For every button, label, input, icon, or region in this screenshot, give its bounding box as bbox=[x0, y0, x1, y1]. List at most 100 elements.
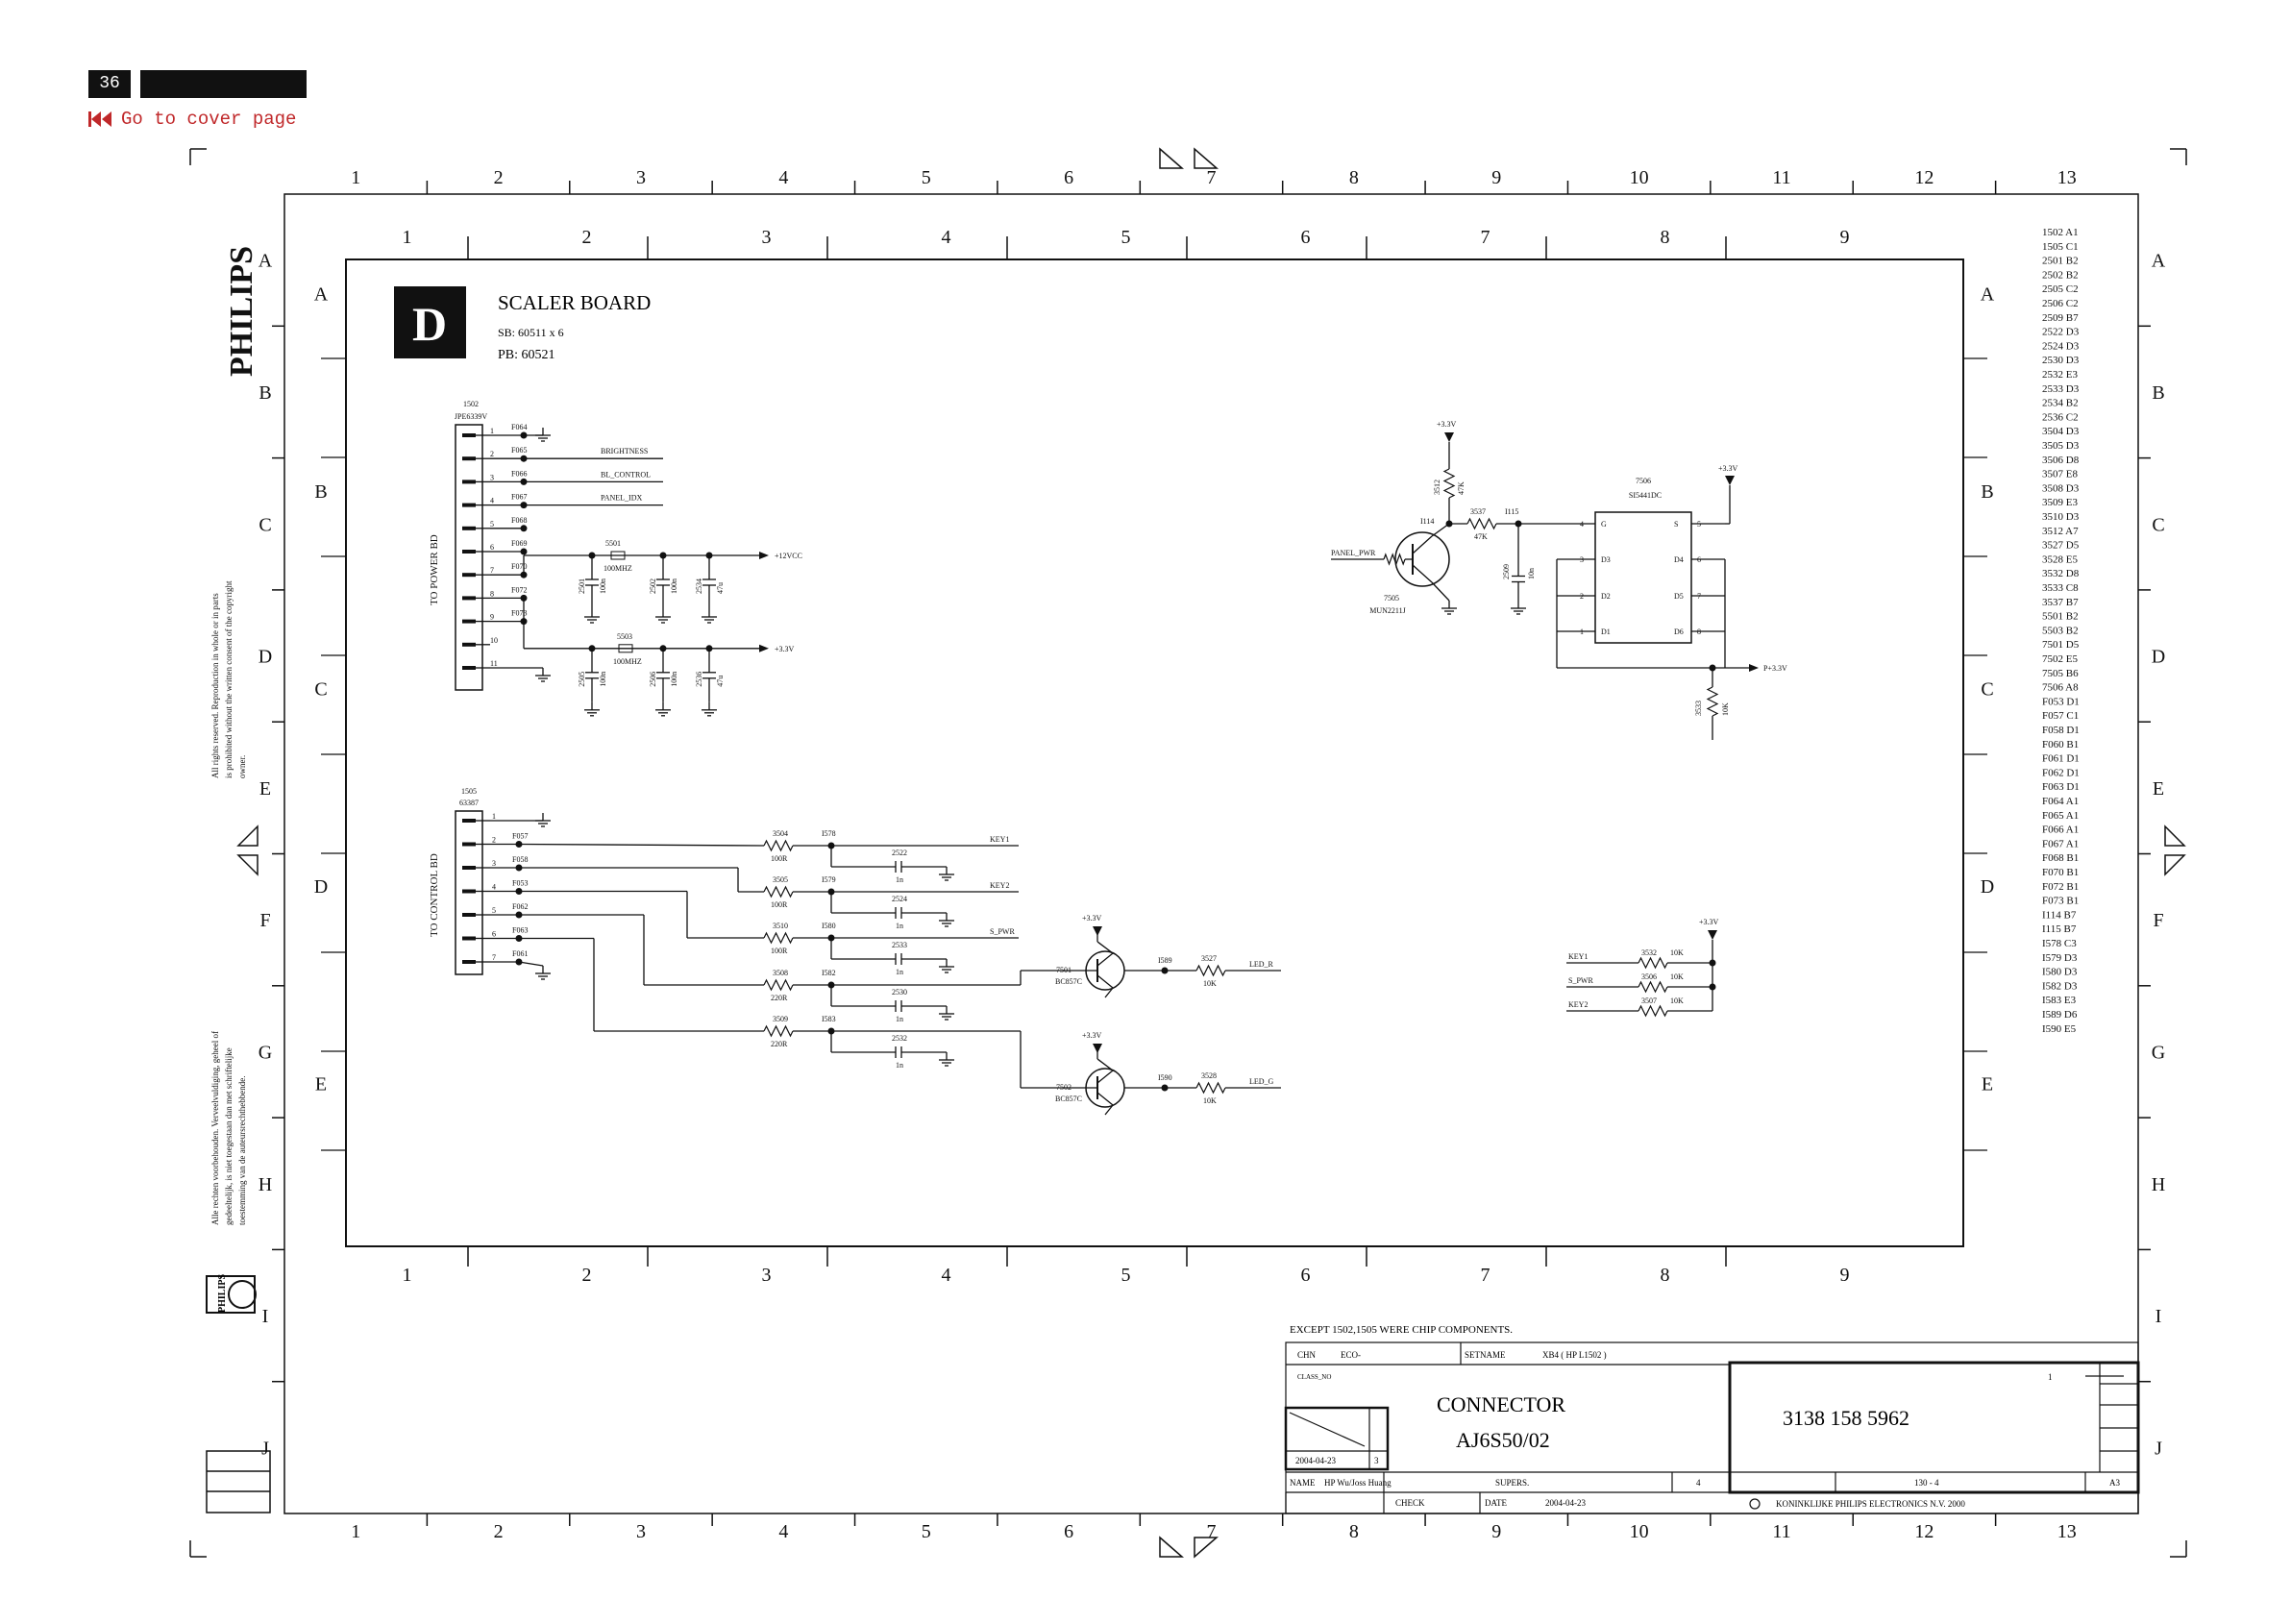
cap-ref: 2506 bbox=[649, 672, 657, 687]
index-entry: I114 B7 bbox=[2042, 909, 2077, 921]
chip-note: EXCEPT 1502,1505 WERE CHIP COMPONENTS. bbox=[1290, 1324, 1513, 1336]
coil-ref: 5503 bbox=[617, 632, 632, 641]
document-number: 3138 158 5962 bbox=[1783, 1406, 1909, 1430]
arrow-symbol bbox=[759, 552, 769, 559]
pin-contact bbox=[462, 433, 476, 437]
svg-text:130 - 4: 130 - 4 bbox=[1914, 1478, 1939, 1488]
pin-contact bbox=[462, 889, 476, 894]
index-entry: F061 D1 bbox=[2042, 753, 2080, 765]
transistor-ref: 7502 bbox=[1056, 1083, 1072, 1092]
resistor-symbol bbox=[1442, 468, 1456, 499]
corner-mark-bl bbox=[189, 1540, 207, 1558]
inner-col-label: 4 bbox=[942, 227, 951, 248]
resistor-ref: 3527 bbox=[1201, 954, 1217, 963]
inner-col-label: 3 bbox=[762, 227, 772, 248]
resistor-ref: 3506 bbox=[1641, 972, 1657, 981]
cap-ref: 2505 bbox=[578, 672, 586, 687]
pin-contact bbox=[462, 550, 476, 554]
cap-value: 100n bbox=[599, 578, 607, 594]
cap-value: 1n bbox=[896, 1061, 903, 1070]
capacitor-symbol bbox=[585, 555, 599, 609]
resistor-ref: 3504 bbox=[773, 829, 788, 838]
ic-pin-name: D4 bbox=[1674, 555, 1684, 564]
arrow-symbol bbox=[1093, 926, 1102, 936]
inner-row-label: A bbox=[314, 284, 329, 306]
svg-text:4: 4 bbox=[1696, 1478, 1701, 1488]
inner-col-label: 6 bbox=[1301, 1265, 1311, 1286]
inner-col-label: 9 bbox=[1840, 227, 1850, 248]
index-entry: 7505 B6 bbox=[2042, 668, 2079, 679]
title-block: EXCEPT 1502,1505 WERE CHIP COMPONENTS. bbox=[1284, 1324, 2140, 1514]
index-entry: 1502 A1 bbox=[2042, 227, 2079, 238]
node-label: I590 bbox=[1158, 1073, 1172, 1082]
inner-col-label: 3 bbox=[762, 1265, 772, 1286]
capacitor-symbol bbox=[875, 861, 923, 873]
outer-row-label: I bbox=[2156, 1306, 2162, 1327]
pin-number: 5 bbox=[492, 906, 496, 915]
resistor-ref: 3507 bbox=[1641, 997, 1657, 1005]
center-mark-bottom-left bbox=[1159, 1536, 1185, 1558]
signal-label: KEY1 bbox=[990, 835, 1009, 844]
index-entry: F053 D1 bbox=[2042, 696, 2080, 707]
fuse-label: F069 bbox=[511, 539, 527, 548]
cap-value: 1n bbox=[896, 922, 903, 930]
go-to-cover-link[interactable]: Go to cover page bbox=[88, 109, 296, 130]
corner-mark-tr bbox=[2170, 148, 2187, 165]
wire bbox=[1096, 1092, 1114, 1106]
rail-label: +3.3V bbox=[1082, 1031, 1102, 1040]
resistor-ref: 3508 bbox=[773, 969, 788, 977]
copyright-line: Alle rechten voorbehouden. Verveelvuldig… bbox=[210, 1031, 220, 1225]
index-entry: F073 B1 bbox=[2042, 896, 2079, 907]
rail-label: +3.3V bbox=[1718, 464, 1738, 473]
svg-text:2004-04-23: 2004-04-23 bbox=[1295, 1456, 1336, 1465]
arrow-symbol bbox=[759, 644, 769, 652]
index-entry: I583 E3 bbox=[2042, 995, 2077, 1006]
index-entry: 3528 E5 bbox=[2042, 554, 2078, 565]
arrow-symbol bbox=[1093, 1044, 1102, 1053]
outer-row-label: A bbox=[259, 251, 273, 272]
inner-col-label: 5 bbox=[1121, 227, 1131, 248]
wire bbox=[1096, 941, 1114, 954]
pin-number: 10 bbox=[490, 636, 498, 645]
svg-text:CLASS_NO: CLASS_NO bbox=[1297, 1373, 1331, 1381]
revision-box bbox=[206, 1450, 271, 1513]
outer-row-label: H bbox=[2152, 1174, 2165, 1195]
copyright-line: is prohibited without the written consen… bbox=[224, 580, 234, 778]
ground-symbol bbox=[939, 867, 954, 881]
pin-contact bbox=[462, 936, 476, 941]
outer-row-label: E bbox=[2153, 778, 2164, 800]
index-entry: 3510 D3 bbox=[2042, 511, 2080, 523]
inner-row-label: D bbox=[314, 876, 328, 898]
drawing-subtitle: AJ6S50/02 bbox=[1456, 1428, 1550, 1452]
outer-row-label: D bbox=[2152, 647, 2165, 668]
inner-col-label: 6 bbox=[1301, 227, 1311, 248]
outer-row-label: B bbox=[2152, 382, 2164, 404]
index-entry: 5503 B2 bbox=[2042, 625, 2079, 636]
inner-row-label: D bbox=[1981, 876, 1994, 898]
capacitor-symbol bbox=[1512, 557, 1525, 601]
resistor-value: 47K bbox=[1474, 532, 1488, 541]
center-mark-left-bottom bbox=[236, 854, 259, 876]
node-label: I583 bbox=[822, 1015, 836, 1023]
inner-row-label: B bbox=[314, 481, 327, 503]
fuse-label: F062 bbox=[512, 902, 528, 911]
arrow-symbol bbox=[1725, 476, 1735, 485]
resistor-symbol bbox=[763, 931, 794, 945]
resistor-symbol bbox=[763, 839, 794, 852]
inner-col-label: 1 bbox=[403, 1265, 412, 1286]
copyright-dutch: Alle rechten voorbehouden. Verveelvuldig… bbox=[210, 1031, 247, 1225]
resistor-ref: 3510 bbox=[773, 922, 788, 930]
resistor-value: 10K bbox=[1670, 997, 1684, 1005]
ic-ref: 7506 bbox=[1636, 477, 1651, 485]
index-entry: 2530 D3 bbox=[2042, 355, 2080, 366]
outer-col-label: 3 bbox=[636, 167, 646, 188]
ic-pin-name: D3 bbox=[1601, 555, 1611, 564]
fuse-label: F053 bbox=[512, 879, 528, 888]
index-entry: 2522 D3 bbox=[2042, 327, 2080, 338]
junction-dot bbox=[520, 548, 528, 555]
inner-col-label: 7 bbox=[1481, 1265, 1490, 1286]
